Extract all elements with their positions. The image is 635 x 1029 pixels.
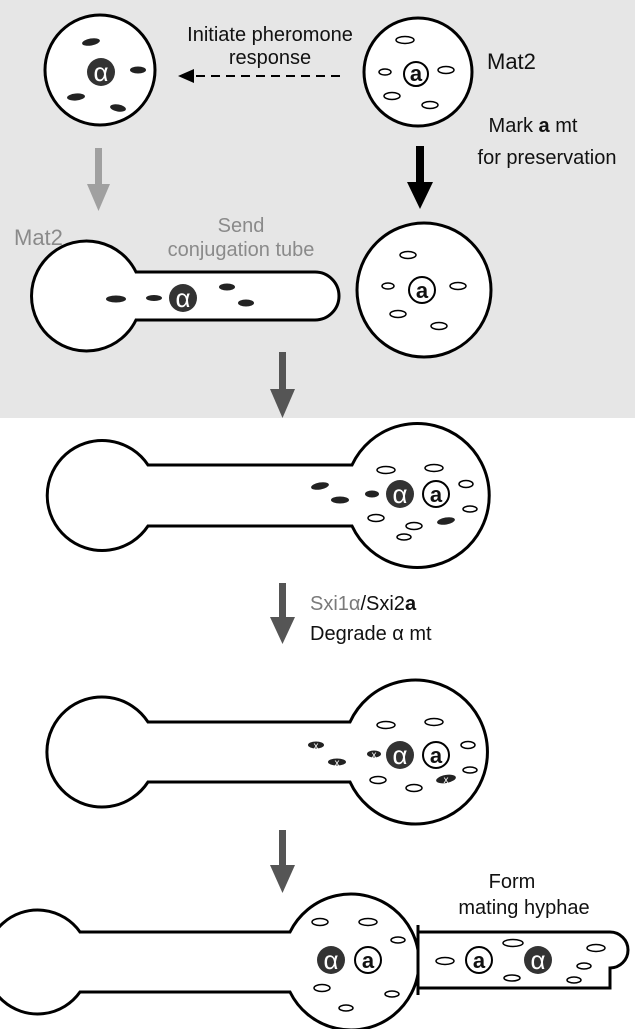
shmoo-cell-alpha: α (30, 239, 341, 353)
alpha-nucleus-label: α (530, 945, 545, 975)
svg-text:x: x (314, 741, 319, 752)
a-nucleus-label: a (410, 61, 423, 86)
alpha-nucleus-label: α (93, 57, 108, 87)
a-cell-top-right: a (362, 16, 474, 128)
dashed-arrow-left (178, 69, 340, 83)
alpha-nucleus-label: α (392, 740, 407, 770)
mat2-label-left: Mat2 (14, 225, 63, 250)
a-nucleus (465, 946, 493, 974)
a-cell-preserved: a (355, 221, 493, 359)
svg-text:x: x (444, 775, 449, 786)
alpha-nucleus-label: α (323, 945, 338, 975)
initiate-label-line2: response (229, 47, 311, 69)
a-nucleus (354, 946, 382, 974)
degrade-label: Degrade α mt (310, 623, 432, 645)
initiate-label-line1: Initiate pheromone (187, 24, 353, 46)
alpha-nucleus (386, 741, 414, 769)
fusion-cell: α a (45, 422, 491, 569)
a-nucleus (422, 480, 450, 508)
sxi-label: Sxi1α/Sxi2a (310, 593, 417, 615)
send-label-line2: conjugation tube (168, 239, 315, 261)
light-arrow-down (87, 148, 110, 211)
send-label-line1: Send (218, 215, 265, 237)
a-nucleus (422, 741, 450, 769)
form-label-line2: mating hyphae (458, 897, 589, 919)
alpha-nucleus (87, 58, 115, 86)
a-nucleus (408, 276, 436, 304)
form-label-line1: Form (489, 871, 536, 893)
black-arrow-down (407, 146, 433, 209)
alpha-nucleus-label: α (175, 283, 190, 313)
a-nucleus-label: a (430, 482, 443, 507)
mark-label-line1: Mark a mt (489, 115, 578, 137)
a-nucleus-label: a (416, 278, 429, 303)
alpha-nucleus-label: α (392, 479, 407, 509)
a-nucleus (403, 61, 429, 87)
dark-arrow-down-1 (270, 352, 295, 418)
degradation-cell: x x x x α a (45, 678, 489, 826)
mark-label-line2: for preservation (478, 147, 617, 169)
svg-text:x: x (335, 758, 340, 769)
mat2-label-top: Mat2 (487, 49, 536, 74)
alpha-nucleus (317, 946, 345, 974)
alpha-nucleus (386, 480, 414, 508)
svg-text:x: x (372, 750, 377, 761)
a-nucleus-label: a (473, 948, 486, 973)
alpha-cell-top-left: α (43, 13, 157, 127)
a-nucleus-label: a (362, 948, 375, 973)
a-nucleus-label: a (430, 743, 443, 768)
mating-hypha: α a a α (0, 892, 630, 1029)
alpha-nucleus (169, 284, 197, 312)
dark-arrow-down-2 (270, 583, 295, 644)
alpha-nucleus (524, 946, 552, 974)
dark-arrow-down-3 (270, 830, 295, 893)
